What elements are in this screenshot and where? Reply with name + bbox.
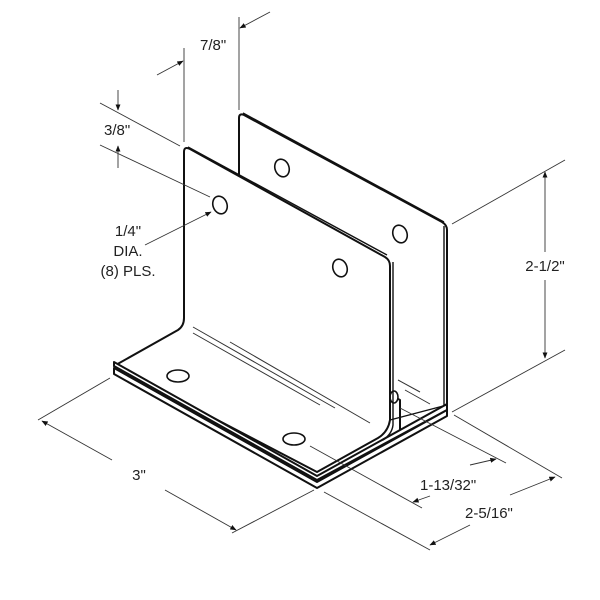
dim-label-3-8: 3/8" xyxy=(104,122,130,139)
hole-icon xyxy=(166,369,190,383)
dimension-plate-spacing: 7/8" xyxy=(156,11,271,142)
hole-callout: 1/4" DIA. (8) PLS. xyxy=(100,211,212,280)
dimension-height: 2-1/2" xyxy=(451,159,566,413)
front-plate-and-base xyxy=(113,146,448,489)
hole-icon xyxy=(273,158,291,178)
dim-label-3: 3" xyxy=(132,467,146,484)
hole-icon xyxy=(391,224,409,244)
hole-dia: DIA. xyxy=(113,243,142,260)
dimension-hole-depth: 1-13/32" xyxy=(309,407,507,509)
hole-icon xyxy=(389,390,399,404)
dim-label-1-13-32: 1-13/32" xyxy=(420,477,476,494)
dim-label-2-1-2: 2-1/2" xyxy=(525,258,565,275)
hole-size: 1/4" xyxy=(115,223,141,240)
dim-label-2-5-16: 2-5/16" xyxy=(465,505,513,522)
dim-label-7-8: 7/8" xyxy=(200,37,226,54)
hole-icon xyxy=(282,432,306,446)
dimension-hole-offset: 3/8" xyxy=(99,90,211,198)
dimension-depth: 2-5/16" xyxy=(323,414,563,551)
dimension-length: 3" xyxy=(37,377,315,534)
hole-icon xyxy=(211,195,229,215)
hole-count: (8) PLS. xyxy=(100,263,155,280)
hole-icon xyxy=(331,258,349,278)
